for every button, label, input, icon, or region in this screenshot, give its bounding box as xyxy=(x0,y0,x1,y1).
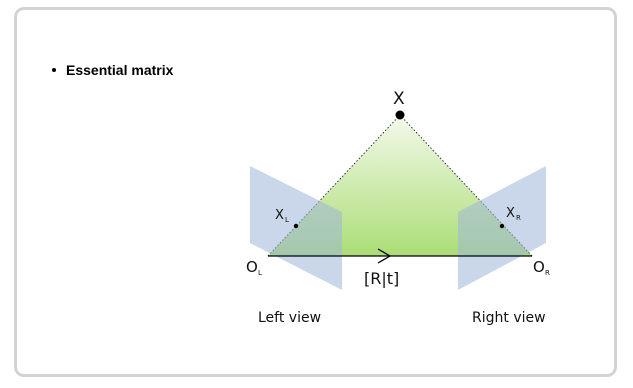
bullet-text: Essential matrix xyxy=(66,62,174,78)
right-view-label: Right view xyxy=(472,310,546,326)
world-point xyxy=(395,110,405,120)
baseline-arrowhead xyxy=(377,248,392,264)
left-projection-point xyxy=(293,223,299,229)
left-projection-sub: L xyxy=(285,216,289,224)
right-projection-label: X xyxy=(506,206,515,221)
left-view-label: Left view xyxy=(258,310,321,326)
right-projection-point xyxy=(499,223,505,229)
bullet-dot xyxy=(52,68,56,72)
left-projection-label: X xyxy=(275,208,284,223)
left-center-label: O xyxy=(246,258,258,276)
world-point-label: X xyxy=(393,89,405,109)
transform-label: [R|t] xyxy=(364,269,399,288)
right-center-label: O xyxy=(533,258,545,276)
bullet-item: Essential matrix xyxy=(52,62,173,78)
right-projection-sub: R xyxy=(516,214,521,222)
left-center-sub: L xyxy=(258,269,262,277)
right-center-sub: R xyxy=(545,269,550,277)
